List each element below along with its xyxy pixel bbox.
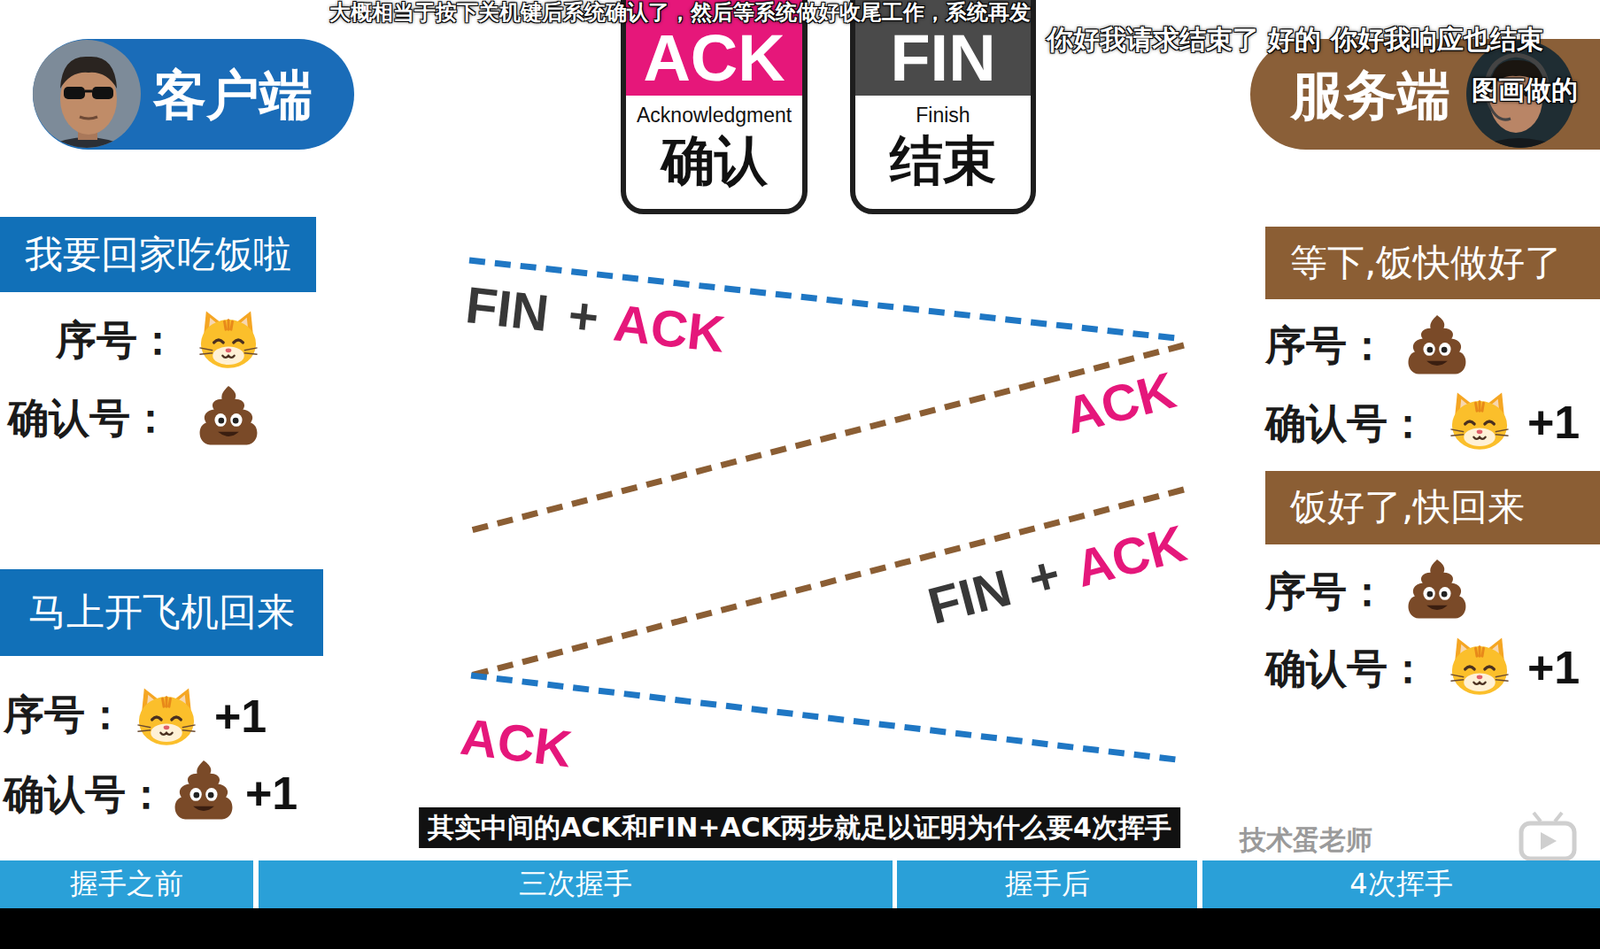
bilibili-icon (1521, 812, 1575, 859)
increment-label: +1 (214, 691, 267, 743)
client-message-box: 我要回家吃饭啦 (0, 216, 317, 293)
watermark: 技术蛋老师 (1239, 825, 1373, 855)
chapter-title: 三次握手 (518, 868, 633, 900)
flag-english-name: Finish (915, 104, 970, 127)
photo-body (1469, 138, 1571, 153)
poop-emoji (1408, 559, 1467, 619)
chapter-segment: 握手之前 (0, 860, 254, 909)
photo-background (32, 39, 141, 148)
flag-english-name: Acknowledgment (636, 104, 792, 127)
poop-emoji (175, 760, 233, 820)
increment-label: +1 (1527, 642, 1580, 694)
increment-label: +1 (1527, 397, 1580, 449)
message-text: 饭好了,快回来 (1290, 486, 1525, 528)
play-triangle (1540, 832, 1557, 851)
chapter-segment: 4次挥手 (1202, 860, 1600, 909)
cat-emoji (1450, 637, 1508, 695)
tv-antenna (1554, 812, 1562, 822)
server-pill (1250, 38, 1600, 150)
video-caption: 其实中间的ACK和FIN+ACK两步就足以证明为什么要4次挥手 (418, 807, 1181, 849)
flag-plus: + (1022, 545, 1067, 608)
chapter-title: 4次挥手 (1349, 868, 1453, 900)
sequence-label: 序号： (55, 317, 178, 364)
message-text: 等下,饭快做好了 (1290, 242, 1562, 284)
photo-sunglasses-bridge (85, 90, 93, 93)
flag-label: ACK (610, 293, 728, 363)
video-subtitle: 你好我请求结束了 好的 你好我响应也结束 (1046, 24, 1544, 55)
message-text: 马上开飞机回来 (28, 591, 295, 634)
ack-number-label: 确认号： (1265, 401, 1429, 447)
client-message-box: 马上开飞机回来 (0, 569, 324, 657)
chapter-segment: 握手后 (896, 860, 1198, 909)
photo-sunglasses (92, 86, 114, 100)
ack-number-label: 确认号： (1265, 646, 1429, 692)
flag-chinese-name: 结束 (889, 130, 997, 192)
server-message-box: 饭好了,快回来 (1265, 471, 1600, 545)
sequence-label: 序号： (1265, 323, 1388, 369)
poop-emoji (1408, 315, 1467, 375)
flag-plus: + (565, 285, 603, 346)
chapter-segment: 三次握手 (258, 860, 893, 909)
client-pill (32, 38, 355, 150)
photo-sunglasses (63, 86, 86, 100)
ack-number-label: 确认号： (7, 395, 171, 441)
flag-label: ACK (1058, 361, 1182, 444)
ack-number-label: 确认号： (3, 772, 167, 818)
dashed-message-line (471, 345, 1184, 531)
video-subtitle: 大概相当于按下关机键后系统确认了，然后等系统做好收尾工作，系统再发 (329, 0, 1031, 24)
tv-outline (1521, 823, 1575, 859)
dashed-message-line (471, 489, 1184, 676)
sequence-label: 序号： (3, 692, 126, 738)
client-badge: 客户端 (32, 38, 355, 150)
video-subtitle: 图画做的 (1471, 75, 1578, 105)
server-message-box: 等下,饭快做好了 (1265, 226, 1600, 300)
ack-flag-card: ACKAcknowledgment确认 (620, 0, 808, 215)
flag-chinese-name: 确认 (661, 130, 768, 192)
video-bottom-strip (0, 908, 1600, 949)
photo-mouth (79, 116, 98, 119)
flag-label: ACK (1069, 514, 1192, 597)
photo-hair (60, 56, 117, 89)
cat-emoji (137, 687, 195, 745)
flag-label: FIN (922, 558, 1018, 634)
sequence-label: 序号： (1265, 569, 1388, 615)
tv-antenna (1533, 812, 1541, 822)
cat-emoji (1450, 392, 1508, 449)
cat-emoji (199, 310, 257, 368)
poop-emoji (200, 386, 258, 446)
role-name: 客户端 (153, 65, 313, 124)
client-photo (32, 39, 141, 153)
dashed-message-line (471, 675, 1184, 761)
flag-label: FIN (463, 276, 552, 342)
fin-flag-card: FINFinish结束 (850, 0, 1036, 215)
chapter-title: 握手后 (1004, 868, 1090, 900)
message-text: 我要回家吃饭啦 (24, 233, 292, 276)
chapter-title: 握手之前 (69, 868, 184, 900)
increment-label: +1 (245, 768, 298, 820)
flag-label: ACK (457, 708, 576, 779)
role-name: 服务端 (1290, 65, 1451, 124)
